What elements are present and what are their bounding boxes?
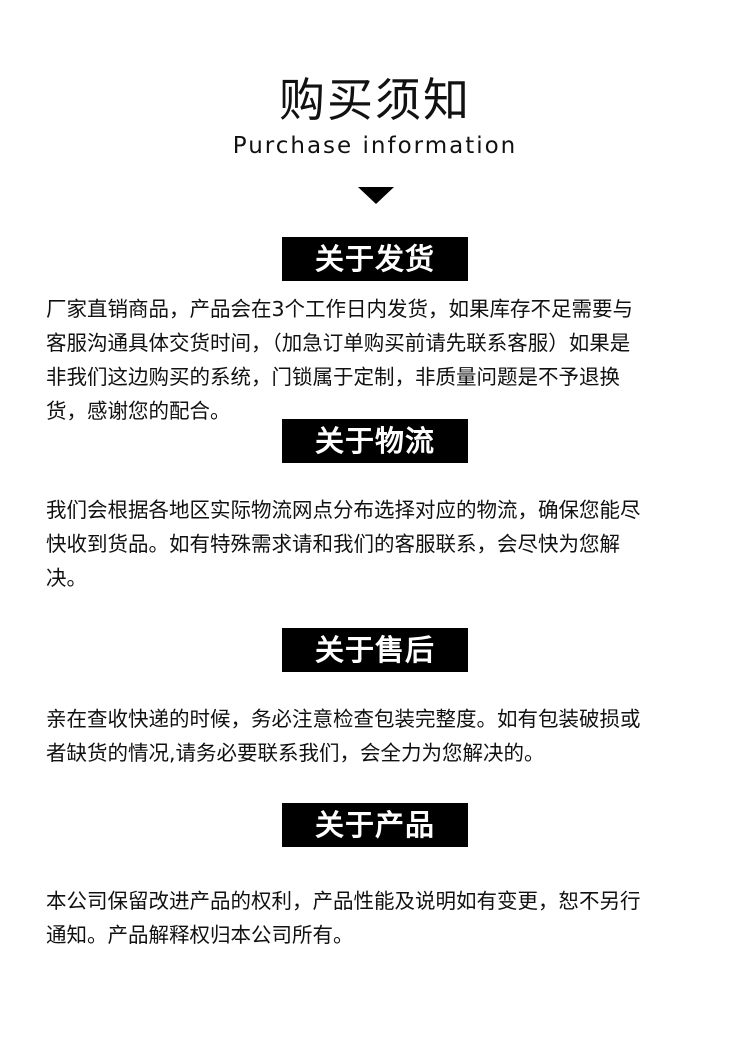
section-body-logistics: 我们会根据各地区实际物流网点分布选择对应的物流，确保您能尽 快收到货品。如有特殊… <box>46 493 706 595</box>
text-line: 我们会根据各地区实际物流网点分布选择对应的物流，确保您能尽 <box>46 498 641 522</box>
text-line: 决。 <box>46 566 87 590</box>
page-subtitle: Purchase information <box>232 133 518 159</box>
text-line: 者缺货的情况,请务必要联系我们，会全力为您解决的。 <box>46 741 545 765</box>
text-line: 货，感谢您的配合。 <box>46 399 231 423</box>
text-line: 快收到货品。如有特殊需求请和我们的客服联系，会尽快为您解 <box>46 532 620 556</box>
section-body-product: 本公司保留改进产品的权利，产品性能及说明如有变更，恕不另行 通知。产品解释权归本… <box>46 884 706 952</box>
section-heading-after-sales: 关于售后 <box>282 628 468 672</box>
text-line: 客服沟通具体交货时间，（加急订单购买前请先联系客服）如果是 <box>46 331 631 355</box>
section-heading-shipping: 关于发货 <box>282 237 468 281</box>
section-heading-logistics: 关于物流 <box>282 419 468 463</box>
section-body-after-sales: 亲在查收快递的时候，务必注意检查包装完整度。如有包装破损或 者缺货的情况,请务必… <box>46 702 706 770</box>
down-triangle-icon <box>358 187 394 204</box>
text-line: 亲在查收快递的时候，务必注意检查包装完整度。如有包装破损或 <box>46 707 641 731</box>
text-line: 厂家直销商品，产品会在3个工作日内发货，如果库存不足需要与 <box>46 297 634 321</box>
text-line: 通知。产品解释权归本公司所有。 <box>46 923 354 947</box>
section-body-shipping: 厂家直销商品，产品会在3个工作日内发货，如果库存不足需要与 客服沟通具体交货时间… <box>46 292 706 428</box>
text-line: 本公司保留改进产品的权利，产品性能及说明如有变更，恕不另行 <box>46 889 641 913</box>
text-line: 非我们这边购买的系统，门锁属于定制，非质量问题是不予退换 <box>46 365 620 389</box>
page-title: 购买须知 <box>279 73 471 127</box>
section-heading-product: 关于产品 <box>282 803 468 847</box>
